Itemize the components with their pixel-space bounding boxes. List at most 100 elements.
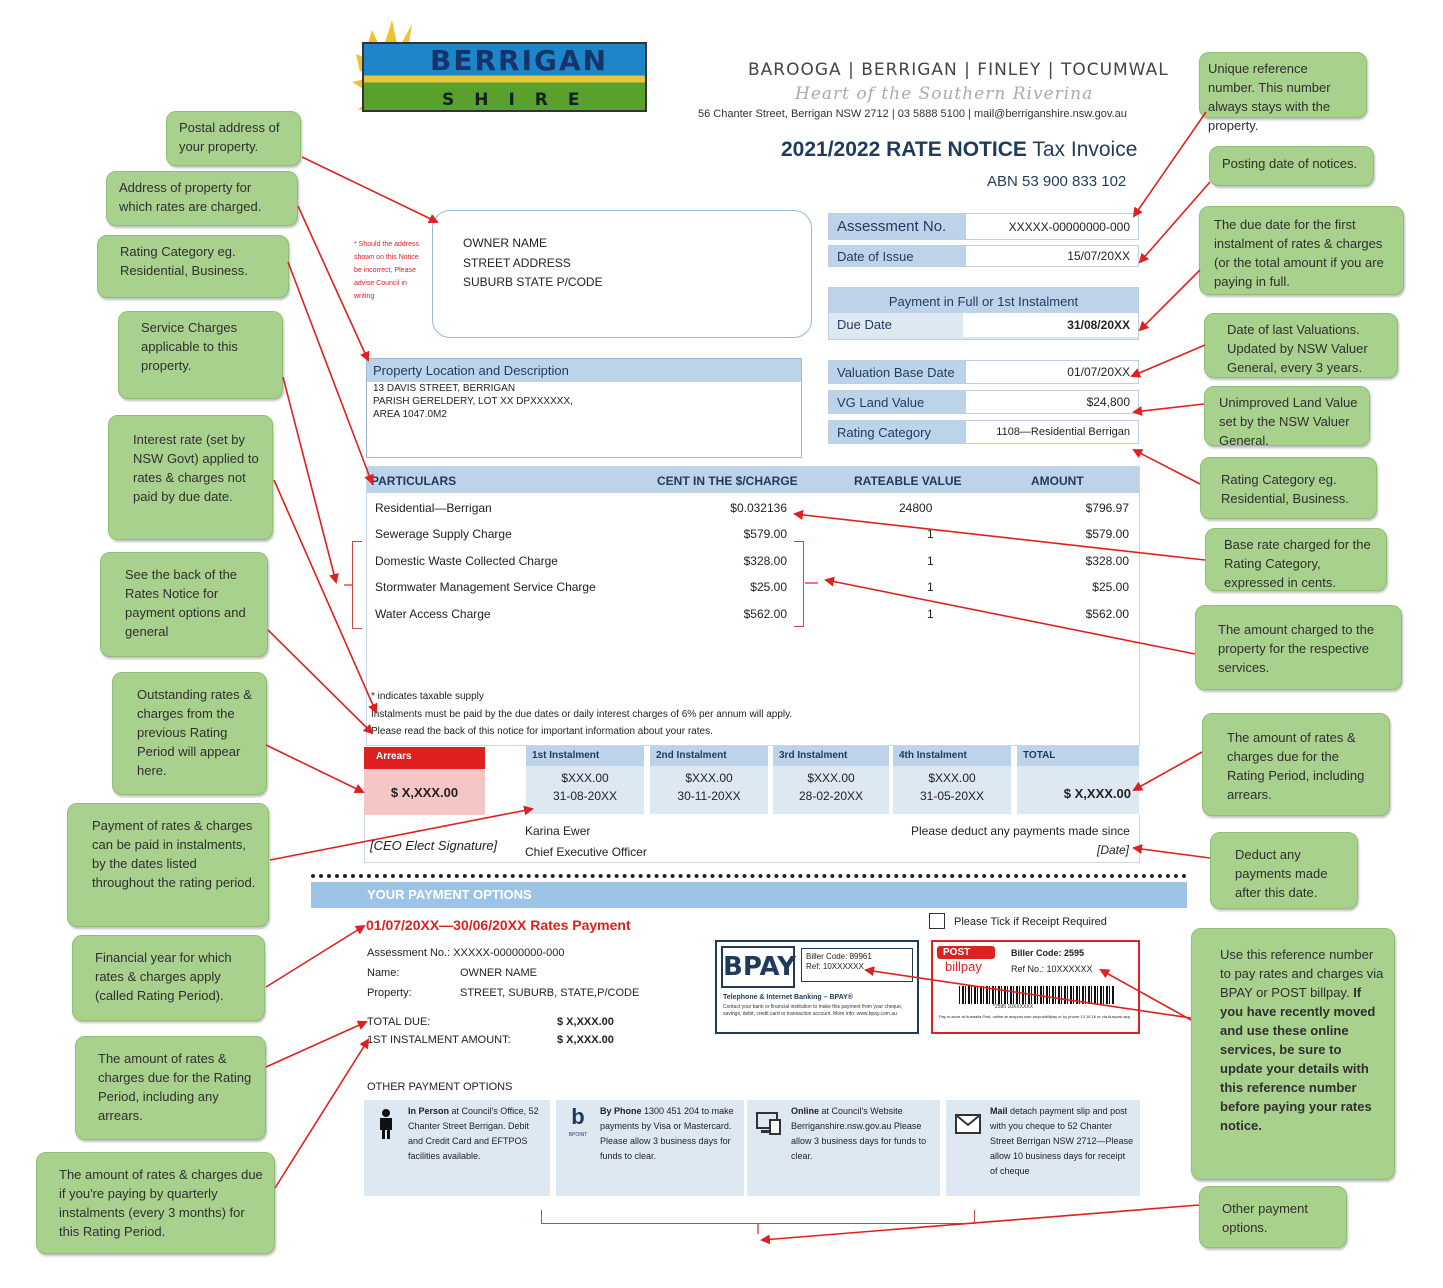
slip-assessment: Assessment No.: XXXXX-00000000-000: [367, 947, 565, 959]
slip-instalment-value: $ X,XXX.00: [557, 1034, 614, 1046]
due-value: 31/08/20XX: [963, 313, 1138, 337]
payment-due-head: Payment in Full or 1st Instalment: [829, 288, 1138, 313]
vg-label: VG Land Value: [829, 391, 965, 413]
instalment-amount: $XXX.00: [561, 771, 609, 785]
post-logo-top: POST: [937, 946, 995, 959]
callout-base-rate: Base rate charged for the Rating Categor…: [1205, 528, 1387, 591]
callout-services-amount: The amount charged to the property for t…: [1195, 605, 1402, 690]
assessment-value: XXXXX-00000000-000: [965, 214, 1138, 239]
row-name: Sewerage Supply Charge: [375, 527, 512, 541]
row-value: 1: [927, 527, 934, 541]
col-cent: CENT IN THE $/CHARGE: [657, 474, 798, 488]
col-amount: AMOUNT: [1031, 474, 1084, 488]
total-label: TOTAL: [1017, 746, 1139, 766]
option-title: Online: [791, 1106, 820, 1116]
rating-label: Rating Category: [829, 421, 965, 443]
option-title: In Person: [408, 1106, 450, 1116]
instalment-date: 31-05-20XX: [919, 789, 985, 803]
row-rate: $562.00: [743, 607, 787, 621]
instalment-amount: $XXX.00: [928, 771, 976, 785]
arrow-postal: [301, 156, 439, 224]
slip-total-label: TOTAL DUE:: [367, 1016, 431, 1028]
callout-unimproved: Unimproved Land Value set by the NSW Val…: [1204, 386, 1370, 448]
valuation-value: 01/07/20XX: [965, 361, 1138, 383]
table-row: Domestic Waste Collected Charge $328.00 …: [367, 550, 1139, 572]
other-payment-heading: OTHER PAYMENT OPTIONS: [367, 1081, 513, 1093]
council-address: 56 Chanter Street, Berrigan NSW 2712 | 0…: [698, 108, 1127, 120]
callout-postal: Postal address of your property.: [166, 111, 301, 166]
instalment-date: 31-08-20XX: [552, 789, 618, 803]
instalment-date: 30-11-20XX: [677, 789, 741, 803]
table-row: Stormwater Management Service Charge $25…: [367, 576, 1139, 598]
table-row: Sewerage Supply Charge $579.00 1 $579.00: [367, 523, 1139, 545]
slip-property-label: Property:: [367, 987, 412, 999]
callout-unique-ref: Unique reference number. This number alw…: [1199, 52, 1367, 133]
callout-interest: Interest rate (set by NSW Govt) applied …: [108, 415, 273, 540]
callout-property-address: Address of property for which rates are …: [106, 171, 298, 226]
arrow-back: [267, 629, 374, 735]
arrow-financial-year: [265, 924, 366, 988]
vg-value: $24,800: [965, 391, 1138, 413]
property-line3: AREA 1047.0M2: [373, 409, 447, 420]
due-label: Due Date: [837, 317, 892, 332]
row-rate: $328.00: [743, 554, 787, 568]
callout-rating-left: Rating Category eg. Residential, Busines…: [97, 235, 289, 298]
row-value: 1: [927, 607, 934, 621]
deduct-date: [Date]: [1097, 843, 1130, 857]
row-name: Residential—Berrigan: [375, 501, 492, 515]
row-name: Water Access Charge: [375, 607, 491, 621]
slip-name-label: Name:: [367, 967, 400, 979]
instalment-2: 2nd Instalment $XXX.00 30-11-20XX: [650, 746, 768, 814]
bpay-telephone: Telephone & Internet Banking – BPAY®: [723, 994, 853, 1001]
instalment-1: 1st Instalment $XXX.00 31-08-20XX: [526, 746, 644, 814]
callout-reference-plain: Use this reference number to pay rates a…: [1220, 947, 1384, 1000]
post-billpay-panel: POST billpay Biller Code: 2595 Ref No.: …: [931, 940, 1140, 1034]
bpay-panel: BPAY Biller Code: 89961 Ref: 10XXXXXX Te…: [715, 940, 919, 1034]
option-by-phone: b BPOINT By Phone 1300 451 204 to make p…: [556, 1100, 744, 1196]
ceo-name: Karina Ewer: [525, 824, 591, 838]
callout-outstanding: Outstanding rates & charges from the pre…: [112, 672, 267, 795]
total-amount: $ X,XXX.00: [1063, 786, 1131, 801]
valuation-row: Valuation Base Date 01/07/20XX: [828, 360, 1139, 384]
instalment-4: 4th Instalment $XXX.00 31-05-20XX: [893, 746, 1011, 814]
callout-reference-bold: If you have recently moved and use these…: [1220, 985, 1376, 1133]
row-value: 24800: [899, 501, 933, 515]
row-rate: $0.032136: [730, 501, 787, 515]
logo-text-berrigan: BERRIGAN: [430, 44, 609, 77]
notice-title-rest: Tax Invoice: [1026, 138, 1138, 161]
instalment-label: 1st Instalment: [526, 746, 644, 766]
rating-row: Rating Category 1108—Residential Berriga…: [828, 420, 1139, 444]
row-rate: $25.00: [750, 580, 787, 594]
payment-due-box: Payment in Full or 1st Instalment Due Da…: [828, 287, 1139, 340]
bpay-biller-code: Biller Code: 89961: [806, 952, 872, 961]
instalment-label: 4th Instalment: [893, 746, 1011, 766]
person-icon: [372, 1109, 400, 1139]
callout-rating-right: Rating Category eg. Residential, Busines…: [1200, 457, 1377, 519]
bpay-ref: Ref: 10XXXXXX: [806, 962, 864, 971]
interest-note: Instalments must be paid by the due date…: [371, 709, 793, 720]
arrow-amount-due-right: [1132, 751, 1203, 791]
envelope-icon: [954, 1110, 982, 1138]
tagline: Heart of the Southern Riverina: [795, 84, 1094, 104]
service-bracket-left: [352, 541, 362, 629]
callout-quarterly: The amount of rates & charges due if you…: [36, 1152, 275, 1254]
arrow-rating-right: [1132, 449, 1201, 485]
option-text: at Council's Office, 52 Chanter Street B…: [408, 1106, 539, 1161]
callout-valuations: Date of last Valuations. Updated by NSW …: [1204, 313, 1398, 378]
rating-value: 1108—Residential Berrigan: [965, 421, 1138, 443]
instalment-date: 28-02-20XX: [798, 789, 864, 803]
receipt-checkbox[interactable]: [929, 913, 945, 929]
bpay-info: Contact your bank or financial instituti…: [723, 1004, 903, 1017]
callout-instalments: Payment of rates & charges can be paid i…: [67, 803, 269, 927]
row-value: 1: [927, 554, 934, 568]
instalment-amount: $XXX.00: [807, 771, 855, 785]
berrigan-shire-logo: BERRIGAN SHIRE: [352, 20, 648, 116]
barcode: [959, 986, 1115, 1004]
row-name: Domestic Waste Collected Charge: [375, 554, 558, 568]
bpay-biller-box: Biller Code: 89961 Ref: 10XXXXXX: [801, 948, 913, 982]
bpoint-label: BPOINT: [568, 1131, 588, 1138]
option-text: at Council's Website Berriganshire.nsw.g…: [791, 1106, 927, 1161]
issue-row: Date of Issue 15/07/20XX: [828, 245, 1139, 267]
row-amount: $328.00: [1085, 554, 1129, 568]
owner-name: OWNER NAME: [463, 236, 547, 250]
